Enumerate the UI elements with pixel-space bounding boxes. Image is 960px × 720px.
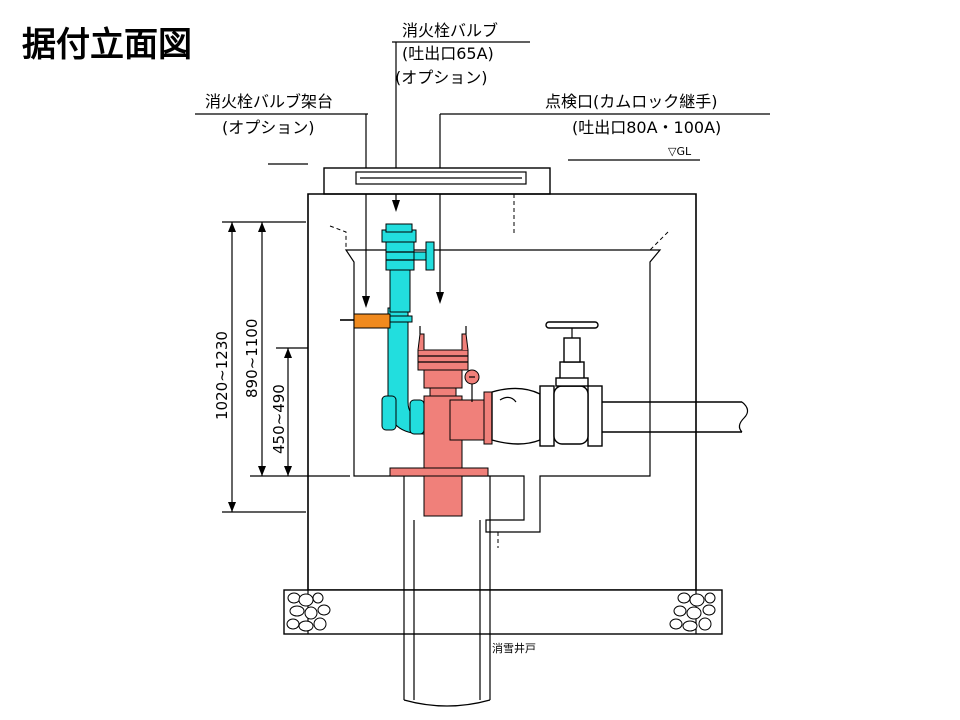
- gl-label: ▽GL: [668, 145, 692, 158]
- ground-level: ▽GL: [268, 145, 700, 165]
- dimension-inner: 450~490: [270, 347, 308, 476]
- gravel-right: [669, 592, 716, 632]
- dimension-outer-text: 1020~1230: [213, 331, 231, 420]
- inspection-port-label-line2: (吐出口80A・100A): [572, 118, 721, 137]
- stand-label-line1: 消火栓バルブ架台: [205, 92, 333, 111]
- hydrant-valve: [381, 223, 435, 435]
- dimension-outer: 1020~1230: [213, 221, 306, 513]
- gate-valve: [491, 321, 749, 447]
- stand-label-line2: (オプション): [222, 118, 315, 137]
- valve-label-line1: 消火栓バルブ: [402, 21, 498, 40]
- well-casing: 消雪井戸: [403, 476, 536, 707]
- valve-label-line3: (オプション): [395, 68, 488, 87]
- dimension-middle-text: 890~1100: [243, 319, 261, 398]
- page-title: 据付立面図: [22, 25, 192, 65]
- gravel-left: [286, 592, 331, 632]
- chamber: [283, 167, 723, 635]
- dimension-inner-text: 450~490: [270, 384, 288, 454]
- valve-stand: [340, 313, 391, 329]
- inspection-port-label-line1: 点検口(カムロック継手): [545, 92, 718, 111]
- snow-well-label: 消雪井戸: [492, 641, 536, 655]
- dimension-middle: 890~1100: [243, 222, 350, 477]
- valve-label-line2: (吐出口65A): [402, 44, 494, 63]
- inspection-port-label: 点検口(カムロック継手) (吐出口80A・100A): [436, 92, 770, 304]
- stand-label: 消火栓バルブ架台 (オプション): [195, 92, 370, 308]
- valve-label: 消火栓バルブ (吐出口65A) (オプション): [392, 21, 530, 212]
